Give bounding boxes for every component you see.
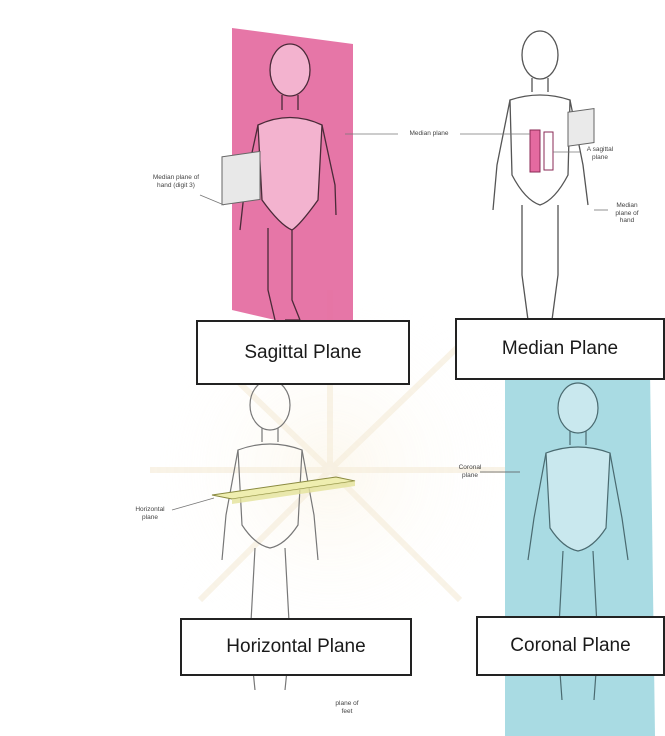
hand-plane-square <box>222 151 260 204</box>
sagittal-plane-label: Sagittal Plane <box>196 320 410 385</box>
coronal-figure <box>480 370 655 736</box>
sagittal-plane-strip <box>544 132 553 170</box>
median-plane-strip <box>530 130 540 172</box>
median-figure <box>345 31 608 320</box>
annotation-median-plane-hand-right: Median plane of hand <box>608 202 646 225</box>
horizontal-plane-label: Horizontal Plane <box>180 618 412 676</box>
annotation-median-plane: Median plane <box>398 130 460 138</box>
annotation-median-plane-hand-left: Median plane of hand (digit 3) <box>150 174 202 189</box>
sagittal-figure <box>200 28 353 338</box>
annotation-a-sagittal-plane: A sagittal plane <box>580 146 620 161</box>
hand-plane-square-right <box>568 109 594 147</box>
coronal-plane-label: Coronal Plane <box>476 616 665 676</box>
annotation-horizontal-plane: Horizontal plane <box>128 506 172 521</box>
median-plane-label: Median Plane <box>455 318 665 380</box>
annotation-plane-of-feet: plane of feet <box>330 700 364 715</box>
annotation-coronal-plane: Coronal plane <box>450 464 490 479</box>
